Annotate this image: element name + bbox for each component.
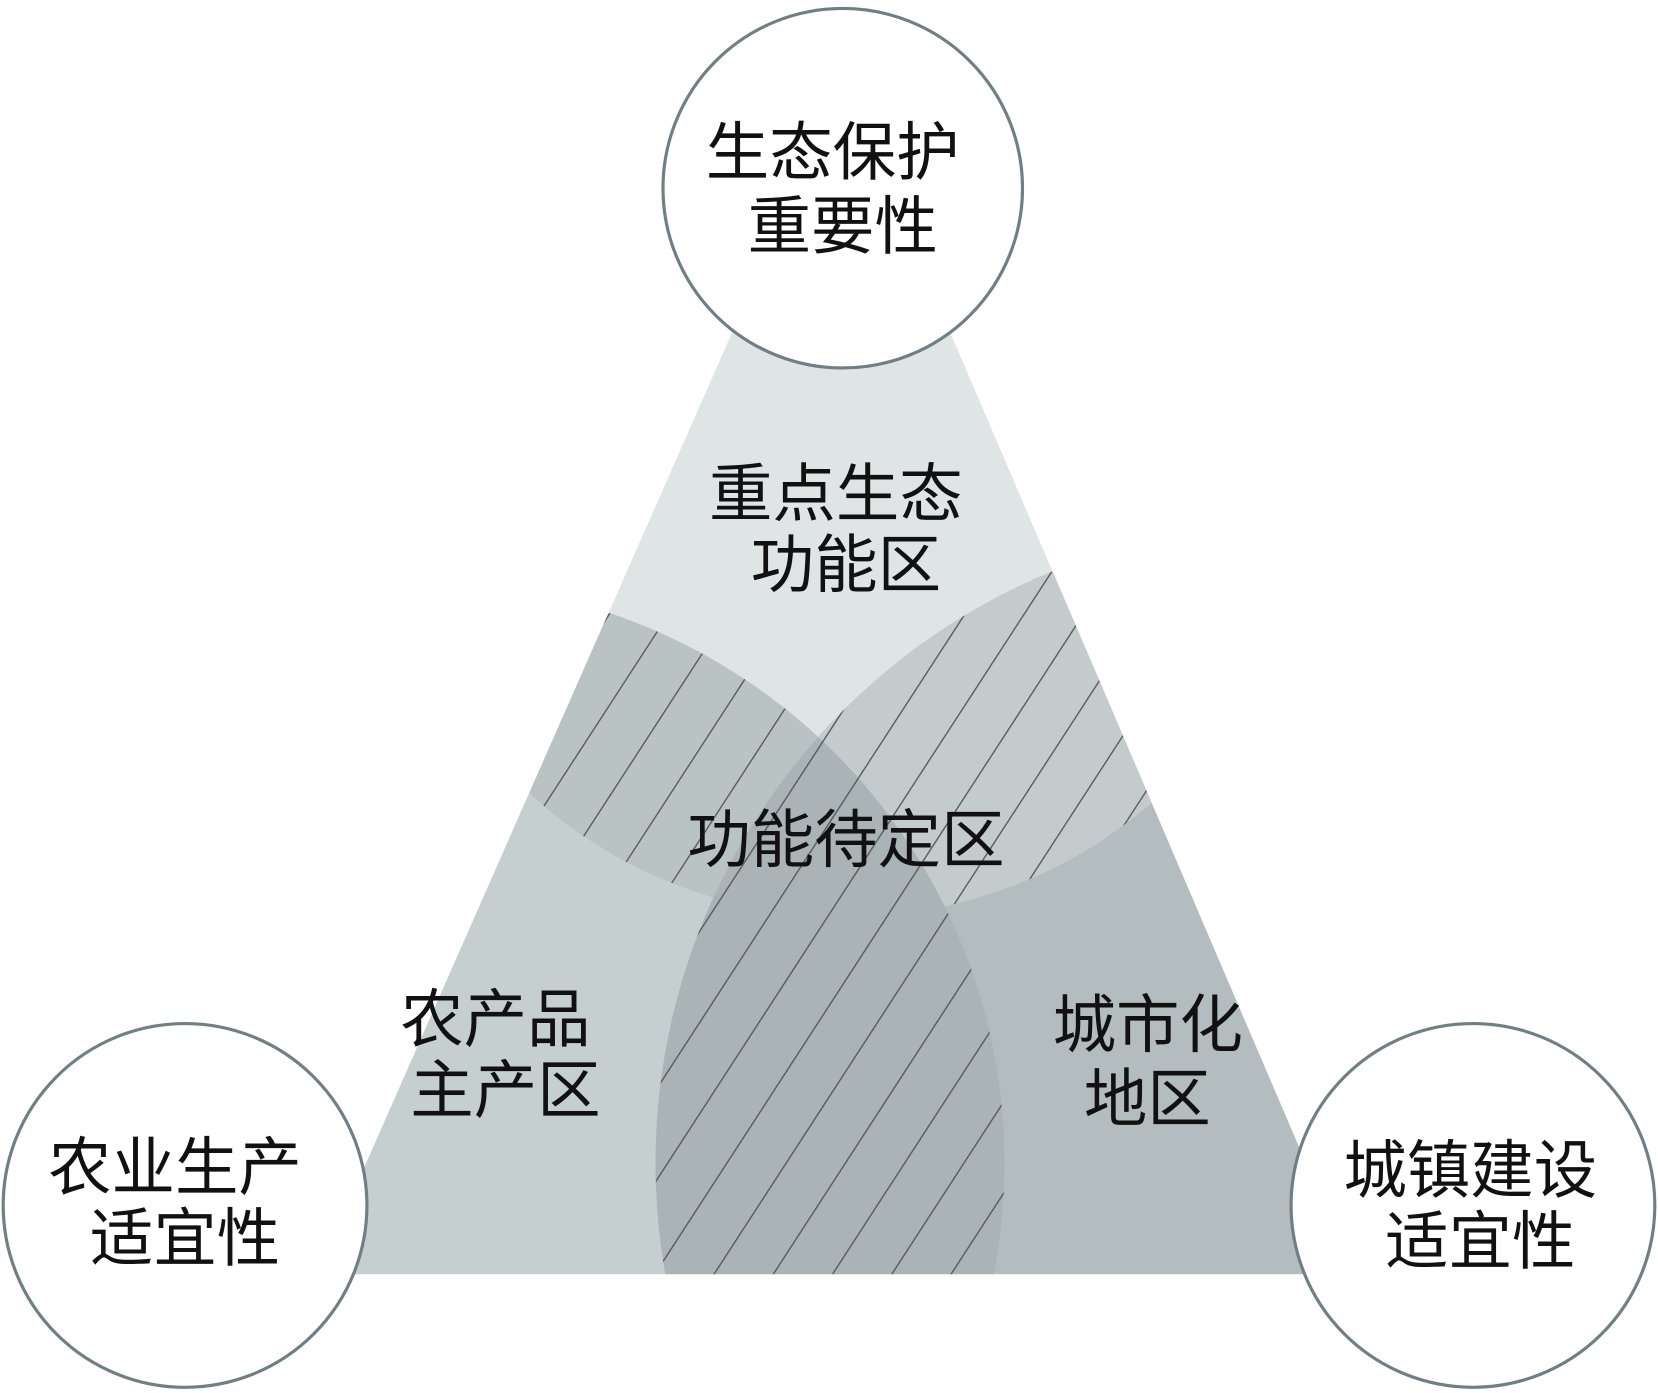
label-urbanized-zone: 城市化 地区	[1053, 988, 1263, 1136]
svg-text:城镇建设 适宜性: 城镇建设 适宜性	[1343, 1134, 1617, 1279]
label-agri-main-zone: 农产品 主产区	[400, 983, 610, 1128]
triangle	[317, 81, 1354, 1275]
svg-text:生态保护 重要性: 生态保护 重要性	[706, 115, 980, 263]
label-undetermined-zone: 功能待定区	[687, 803, 1004, 877]
label-eco-function-zone: 重点生态 功能区	[709, 457, 983, 602]
svg-text:农业生产 适宜性: 农业生产 适宜性	[48, 1131, 322, 1276]
factor-urban: 城镇建设 适宜性	[1289, 1021, 1657, 1389]
factor-agriculture: 农业生产 适宜性	[1, 1021, 369, 1389]
factor-ecology: 生态保护 重要性	[661, 6, 1025, 370]
